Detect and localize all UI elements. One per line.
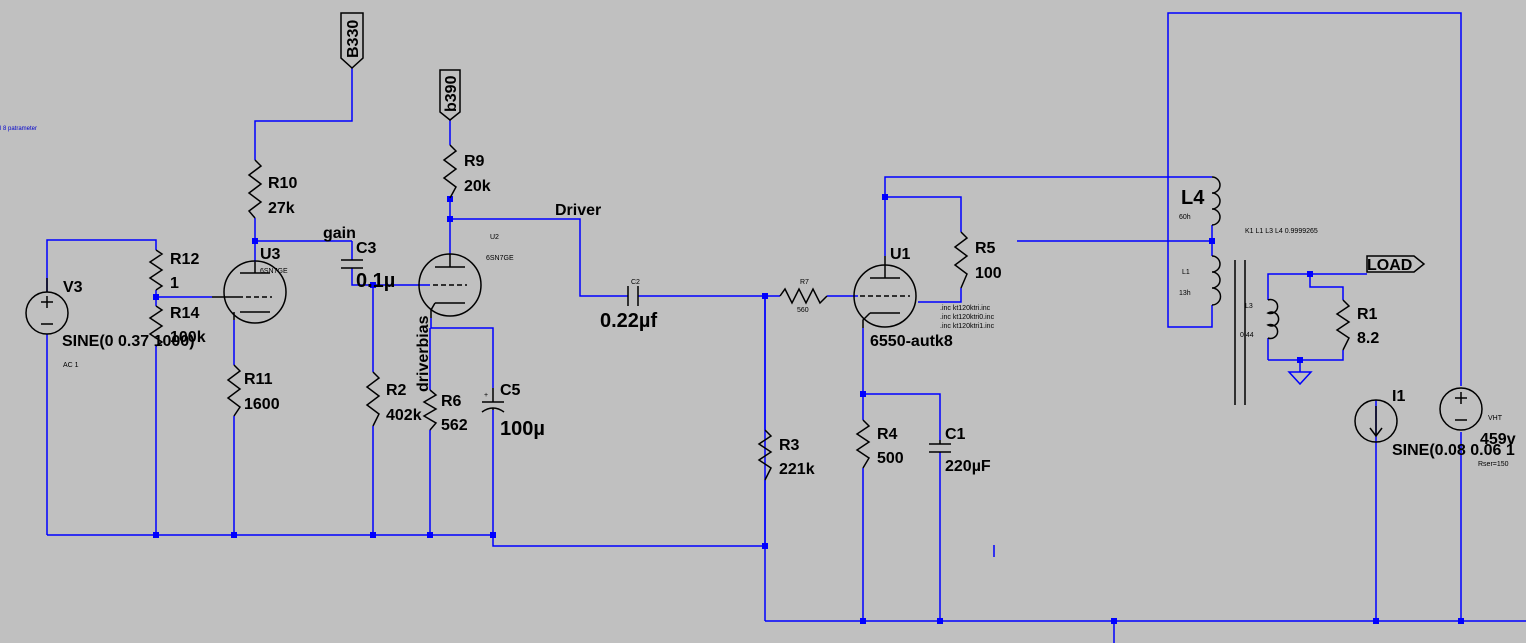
- r14-resistor[interactable]: [148, 305, 164, 347]
- driver-net-label: Driver: [555, 202, 601, 219]
- r12-value: 1: [170, 275, 179, 292]
- r11-resistor[interactable]: [226, 364, 242, 417]
- u1-triode[interactable]: [853, 256, 917, 328]
- l1-name: L1: [1182, 269, 1190, 276]
- v3-voltage-source[interactable]: [25, 278, 69, 335]
- r12-resistor[interactable]: [148, 249, 164, 291]
- r7-name: R7: [800, 279, 809, 286]
- c1-name: C1: [945, 426, 966, 443]
- svg-text:+: +: [484, 392, 488, 399]
- driverbias-net-label: driverbias: [415, 315, 432, 392]
- r4-resistor[interactable]: [855, 419, 871, 469]
- r3-value: 221k: [779, 461, 815, 478]
- r1-name: R1: [1357, 306, 1378, 323]
- u3-model: 6SN7GE: [260, 268, 288, 275]
- coupling-directive: K1 L1 L3 L4 0.9999265: [1245, 228, 1318, 235]
- l4-inductor[interactable]: [1211, 176, 1221, 226]
- u2-name: U2: [490, 234, 499, 241]
- v3-value: SINE(0 0.37 1000): [62, 333, 195, 350]
- c1-value: 220µF: [945, 458, 991, 475]
- r2-resistor[interactable]: [365, 371, 381, 427]
- b390-label: b390: [443, 75, 460, 112]
- r4-name: R4: [877, 426, 898, 443]
- c2-name: C2: [631, 279, 640, 286]
- r5-value: 100: [975, 265, 1002, 282]
- i1-current-source[interactable]: [1354, 399, 1398, 443]
- r6-value: 562: [441, 417, 468, 434]
- u3-triode[interactable]: [212, 260, 287, 324]
- l1-inductor[interactable]: [1211, 255, 1222, 306]
- c3-value: 0.1µ: [356, 270, 395, 292]
- load-label: LOAD: [1367, 257, 1412, 274]
- vht-name: VHT: [1488, 415, 1503, 422]
- c2-value: 0.22µf: [600, 310, 657, 332]
- r9-resistor[interactable]: [442, 144, 458, 199]
- u1-include-2: .inc kt120ktri1.inc: [940, 323, 995, 330]
- r2-name: R2: [386, 382, 407, 399]
- c1-capacitor[interactable]: [929, 440, 951, 453]
- r14-name: R14: [170, 305, 199, 322]
- r11-name: R11: [244, 371, 273, 388]
- junctions: [153, 194, 1464, 624]
- r10-value: 27k: [268, 200, 295, 217]
- r11-value: 1600: [244, 396, 280, 413]
- v3-extra: AC 1: [63, 362, 79, 369]
- i1-name: I1: [1392, 388, 1405, 405]
- load-net-flag[interactable]: LOAD: [1366, 255, 1426, 274]
- r6-name: R6: [441, 393, 462, 410]
- c3-name: C3: [356, 240, 377, 257]
- gain-net-label: gain: [323, 225, 356, 242]
- l4-name: L4: [1181, 187, 1205, 209]
- r2-value: 402k: [386, 407, 422, 424]
- ground-icon: [1287, 371, 1313, 386]
- r1-value: 8.2: [1357, 330, 1379, 347]
- r4-value: 500: [877, 450, 904, 467]
- l4-value: 60h: [1179, 214, 1191, 221]
- b390-net-flag[interactable]: b390: [439, 69, 461, 121]
- r5-resistor[interactable]: [953, 231, 969, 289]
- b330-label: B330: [345, 20, 362, 58]
- u1-include-0: .inc kt120ktri.inc: [940, 305, 991, 312]
- r6-resistor[interactable]: [422, 389, 438, 431]
- r5-name: R5: [975, 240, 996, 257]
- l3-inductor[interactable]: [1266, 298, 1280, 340]
- c2-capacitor[interactable]: [627, 286, 639, 306]
- r14-value: 100k: [170, 329, 206, 346]
- l3-value: 0.44: [1240, 332, 1254, 339]
- r1-resistor[interactable]: [1335, 299, 1351, 351]
- b330-net-flag[interactable]: B330: [340, 12, 364, 70]
- u1-include-1: .inc kt120ktri0.inc: [940, 314, 995, 321]
- vht-value: 459v: [1480, 431, 1516, 448]
- comment-text: l 8 patrameter: [0, 126, 37, 132]
- u1-model: 6550-autk8: [870, 333, 953, 350]
- r12-name: R12: [170, 251, 199, 268]
- c5-capacitor[interactable]: +: [481, 388, 505, 413]
- vht-extra: Rser=150: [1478, 461, 1509, 468]
- r9-name: R9: [464, 153, 485, 170]
- c5-value: 100µ: [500, 418, 545, 440]
- r3-name: R3: [779, 437, 800, 454]
- r3-resistor[interactable]: [757, 429, 773, 481]
- l1-value: 13h: [1179, 290, 1191, 297]
- c5-name: C5: [500, 382, 521, 399]
- i1-value: SINE(0.08 0.06 1: [1392, 442, 1515, 459]
- u2-triode[interactable]: [418, 253, 482, 318]
- r9-value: 20k: [464, 178, 491, 195]
- u3-name: U3: [260, 246, 281, 263]
- wires: [46, 12, 1526, 643]
- l3-name: L3: [1245, 303, 1253, 310]
- r10-resistor[interactable]: [247, 159, 263, 219]
- r10-name: R10: [268, 175, 297, 192]
- v3-name: V3: [63, 279, 83, 296]
- r7-resistor[interactable]: [779, 287, 828, 305]
- vht-voltage-source[interactable]: [1439, 387, 1483, 431]
- u2-model: 6SN7GE: [486, 255, 514, 262]
- r7-value: 560: [797, 307, 809, 314]
- transformer-core: [1234, 260, 1246, 405]
- u1-name: U1: [890, 246, 911, 263]
- c3-capacitor[interactable]: [341, 259, 363, 269]
